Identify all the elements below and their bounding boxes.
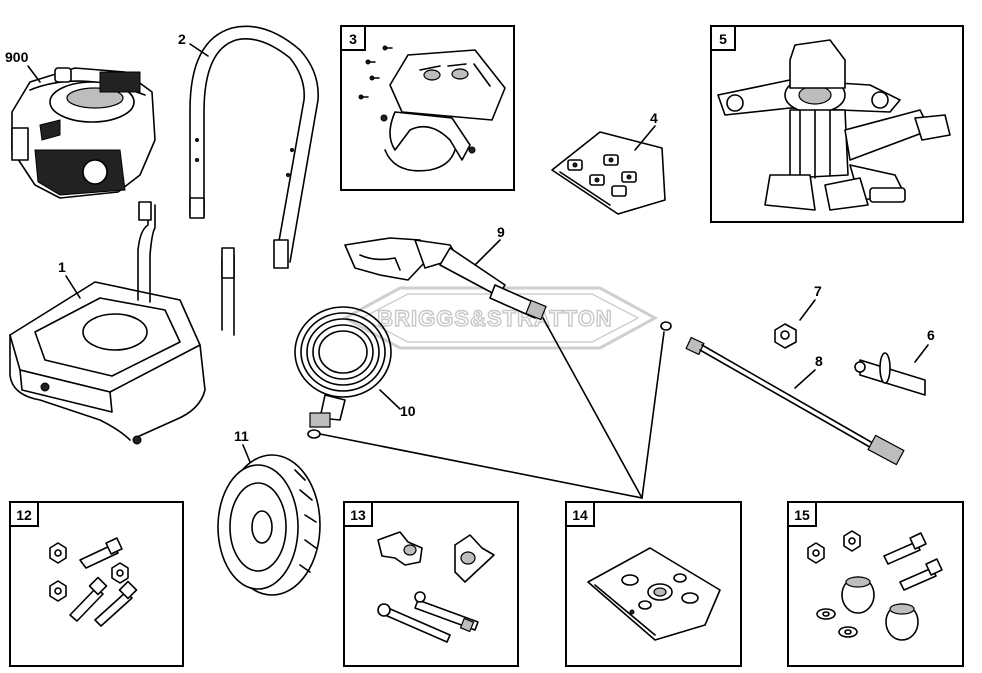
callout-engine: 900: [5, 49, 29, 65]
pump-part: [717, 39, 951, 211]
callout-frame: 1: [58, 259, 66, 275]
leader-lines: [319, 317, 665, 499]
wand-part[interactable]: [685, 336, 905, 466]
mount-icons: [807, 530, 943, 641]
bolt-icons: [49, 537, 138, 627]
vibration-kit-box[interactable]: 15: [787, 501, 964, 667]
callout-bracket-kit: 3: [349, 31, 357, 47]
oring-bag-icon: [587, 547, 721, 641]
knob-kit-box[interactable]: 13: [343, 501, 519, 667]
spray-gun-part[interactable]: [344, 237, 547, 321]
watermark-text: BRIGGS&STRATTON: [377, 306, 612, 331]
knob-icons: [377, 531, 495, 643]
frame-part[interactable]: [9, 201, 235, 445]
oring-kit-box[interactable]: 14: [565, 501, 742, 667]
axle-part[interactable]: [854, 352, 926, 396]
handle-part[interactable]: [189, 25, 319, 269]
pump-box[interactable]: 5: [710, 25, 964, 223]
callout-vibration-kit: 15: [794, 507, 810, 523]
callout-handle: 2: [178, 31, 186, 47]
callout-nut: 7: [814, 283, 822, 299]
hose-part[interactable]: [294, 306, 392, 439]
callout-pump: 5: [719, 31, 727, 47]
bolt-kit-box[interactable]: 12: [9, 501, 184, 667]
wheel-part[interactable]: [217, 454, 321, 596]
screw-icons: [358, 45, 393, 100]
callout-oring-kit: 14: [572, 507, 588, 523]
callout-wand: 8: [815, 353, 823, 369]
callout-wheel: 11: [234, 428, 249, 444]
callout-hose: 10: [400, 403, 416, 419]
callout-gun: 9: [497, 224, 505, 240]
wand-oring: [660, 321, 672, 331]
bracket-kit-box[interactable]: 3: [340, 25, 515, 191]
brand-watermark: BRIGGS&STRATTON: [341, 286, 659, 350]
nozzle-icons: [567, 154, 637, 197]
callout-nozzle-kit: 4: [650, 110, 658, 126]
bracket-part: [380, 49, 506, 172]
nozzle-kit-part[interactable]: [551, 131, 666, 215]
callout-axle: 6: [927, 327, 935, 343]
nut-part[interactable]: [774, 323, 797, 349]
engine-part[interactable]: [11, 67, 156, 199]
callout-knob-kit: 13: [350, 507, 366, 523]
callout-bolt-kit: 12: [16, 507, 32, 523]
